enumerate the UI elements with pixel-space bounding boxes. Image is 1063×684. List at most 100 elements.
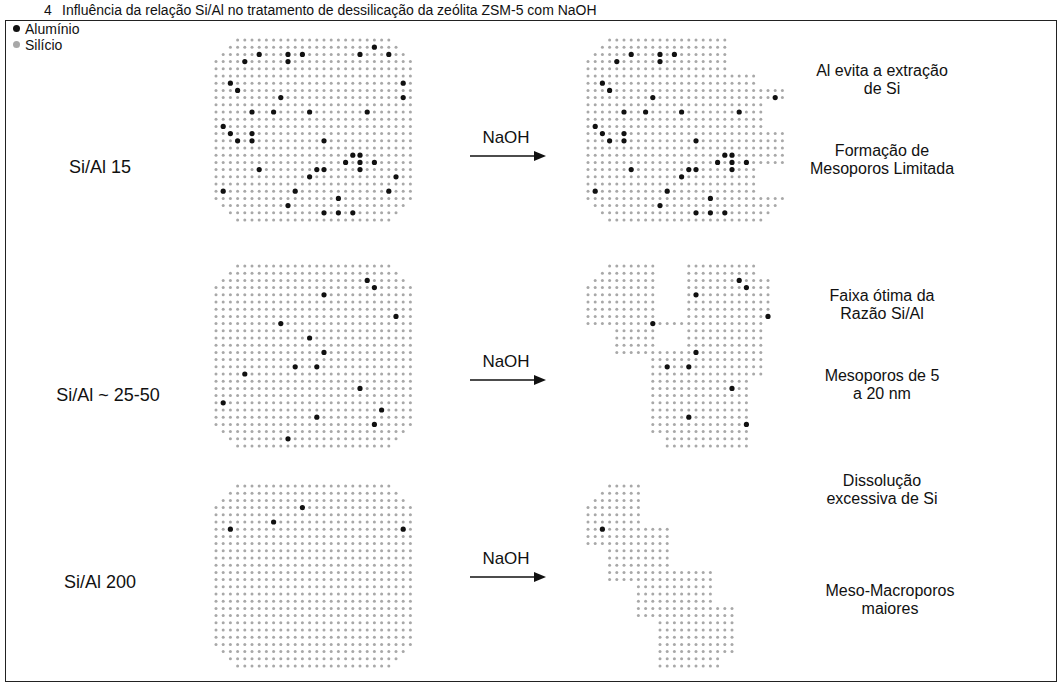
silicon-atom bbox=[344, 380, 347, 383]
silicon-atom bbox=[630, 39, 633, 42]
silicon-atom bbox=[243, 96, 246, 99]
silicon-atom bbox=[337, 183, 340, 186]
silicon-atom bbox=[702, 46, 705, 49]
silicon-atom bbox=[644, 53, 647, 56]
silicon-atom bbox=[402, 103, 405, 106]
silicon-atom bbox=[387, 308, 390, 311]
silicon-atom bbox=[272, 301, 275, 304]
silicon-atom bbox=[630, 204, 633, 207]
silicon-atom bbox=[301, 329, 304, 332]
silicon-atom bbox=[294, 430, 297, 433]
silicon-atom bbox=[215, 111, 218, 114]
silicon-atom bbox=[752, 175, 755, 178]
aluminium-atom bbox=[773, 95, 778, 100]
silicon-atom bbox=[215, 161, 218, 164]
silicon-atom bbox=[716, 111, 719, 114]
silicon-atom bbox=[308, 401, 311, 404]
silicon-atom bbox=[222, 175, 225, 178]
silicon-atom bbox=[409, 401, 412, 404]
silicon-atom bbox=[615, 75, 618, 78]
silicon-atom bbox=[229, 423, 232, 426]
silicon-atom bbox=[359, 175, 362, 178]
silicon-atom bbox=[731, 132, 734, 135]
silicon-atom bbox=[608, 132, 611, 135]
silicon-atom bbox=[251, 286, 254, 289]
silicon-atom bbox=[402, 53, 405, 56]
silicon-atom bbox=[731, 183, 734, 186]
silicon-atom bbox=[601, 60, 604, 63]
silicon-atom bbox=[651, 103, 654, 106]
silicon-atom bbox=[630, 132, 633, 135]
silicon-atom bbox=[695, 183, 698, 186]
silicon-atom bbox=[243, 190, 246, 193]
silicon-atom bbox=[723, 197, 726, 200]
silicon-atom bbox=[315, 286, 318, 289]
silicon-atom bbox=[359, 394, 362, 397]
silicon-atom bbox=[337, 89, 340, 92]
silicon-atom bbox=[344, 190, 347, 193]
silicon-atom bbox=[373, 154, 376, 157]
silicon-atom bbox=[251, 82, 254, 85]
silicon-atom bbox=[258, 161, 261, 164]
silicon-atom bbox=[351, 301, 354, 304]
silicon-atom bbox=[687, 183, 690, 186]
silicon-atom bbox=[702, 60, 705, 63]
silicon-atom bbox=[265, 46, 268, 49]
silicon-atom bbox=[315, 103, 318, 106]
silicon-atom bbox=[258, 416, 261, 419]
silicon-atom bbox=[637, 118, 640, 121]
silicon-atom bbox=[337, 82, 340, 85]
silicon-atom bbox=[222, 423, 225, 426]
silicon-atom bbox=[723, 46, 726, 49]
silicon-atom bbox=[738, 118, 741, 121]
silicon-atom bbox=[344, 46, 347, 49]
silicon-atom bbox=[738, 204, 741, 207]
silicon-atom bbox=[695, 96, 698, 99]
silicon-atom bbox=[272, 46, 275, 49]
silicon-atom bbox=[315, 394, 318, 397]
silicon-atom bbox=[351, 39, 354, 42]
silicon-atom bbox=[608, 168, 611, 171]
silicon-atom bbox=[294, 308, 297, 311]
aluminium-atom bbox=[693, 138, 698, 143]
silicon-atom bbox=[366, 265, 369, 268]
silicon-atom bbox=[373, 204, 376, 207]
silicon-atom bbox=[287, 272, 290, 275]
silicon-atom bbox=[373, 373, 376, 376]
silicon-atom bbox=[229, 147, 232, 150]
silicon-atom bbox=[251, 279, 254, 282]
silicon-atom bbox=[402, 197, 405, 200]
silicon-atom bbox=[315, 308, 318, 311]
silicon-atom bbox=[687, 219, 690, 222]
silicon-atom bbox=[594, 75, 597, 78]
silicon-atom bbox=[337, 161, 340, 164]
aluminium-atom bbox=[357, 167, 362, 172]
aluminium-atom bbox=[235, 138, 240, 143]
silicon-atom bbox=[279, 409, 282, 412]
silicon-atom bbox=[615, 46, 618, 49]
silicon-atom bbox=[279, 125, 282, 128]
silicon-atom bbox=[637, 111, 640, 114]
silicon-atom bbox=[687, 118, 690, 121]
silicon-atom bbox=[587, 161, 590, 164]
silicon-atom bbox=[745, 82, 748, 85]
silicon-atom bbox=[215, 132, 218, 135]
silicon-atom bbox=[323, 60, 326, 63]
silicon-atom bbox=[344, 67, 347, 70]
silicon-atom bbox=[287, 409, 290, 412]
silicon-atom bbox=[272, 409, 275, 412]
silicon-atom bbox=[337, 53, 340, 56]
silicon-atom bbox=[687, 204, 690, 207]
silicon-atom bbox=[716, 118, 719, 121]
silicon-atom bbox=[287, 89, 290, 92]
silicon-atom bbox=[323, 111, 326, 114]
silicon-atom bbox=[395, 211, 398, 214]
silicon-atom bbox=[351, 82, 354, 85]
aluminium-atom bbox=[372, 285, 377, 290]
silicon-atom bbox=[308, 154, 311, 157]
silicon-atom bbox=[337, 139, 340, 142]
silicon-atom bbox=[236, 183, 239, 186]
silicon-atom bbox=[229, 401, 232, 404]
silicon-atom bbox=[236, 329, 239, 332]
silicon-atom bbox=[644, 89, 647, 92]
